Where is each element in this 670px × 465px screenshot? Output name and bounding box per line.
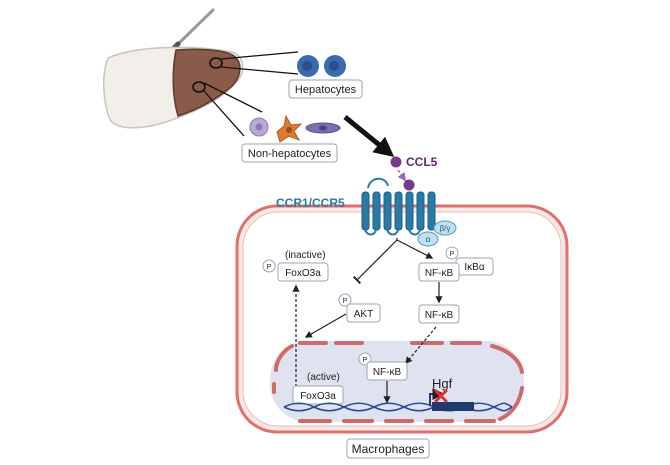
- g-alpha-label: α: [426, 235, 431, 244]
- g-alpha-subunit: [417, 231, 439, 247]
- macrophages-label: Macrophages: [352, 442, 425, 456]
- non-hepatocytes-label: Non-hepatocytes: [248, 148, 332, 160]
- nfkb-nuclear-box: [366, 361, 408, 381]
- ccl5-bound: [403, 179, 415, 191]
- receptor-label: CCR1/CCR5: [276, 196, 345, 210]
- hgf-gene-block: [432, 402, 474, 411]
- non-hepatocyte-cells: [249, 114, 341, 143]
- hepatocytes-label-box: [288, 79, 363, 99]
- signal-branch: [352, 238, 434, 285]
- non-hepatocytes-label-box: [241, 143, 338, 163]
- hepatocyte-cells: [297, 55, 346, 77]
- nfkb-complex-box: [418, 262, 460, 282]
- liver-icon: [102, 46, 244, 129]
- phosphate-label: P: [343, 298, 348, 305]
- foxo3a-inactive-label: FoxO3a: [285, 268, 321, 279]
- ccl5-ligand: [390, 156, 402, 168]
- phosphate-label: P: [450, 251, 455, 258]
- foxo3a-inactive-state: (inactive): [285, 250, 326, 261]
- akt-label: AKT: [354, 309, 373, 320]
- phosphate-label: P: [363, 357, 368, 364]
- secretion-arrow: [343, 115, 395, 158]
- nfkb-free-label: NF-κB: [425, 310, 454, 321]
- nfkb-free-box: [418, 304, 460, 324]
- nuclear-envelope: [272, 341, 524, 423]
- nfkb-nuclear-label: NF-κB: [373, 367, 402, 378]
- foxo3a-inactive-box: [277, 262, 329, 282]
- nfkb-translocation-arrow: [405, 326, 437, 365]
- phosphate-icon: [445, 246, 459, 260]
- phosphate-icon: [338, 293, 352, 307]
- ccr-receptor: [361, 177, 436, 236]
- ccl5-binding-arrow: [397, 169, 406, 182]
- akt-to-foxo3a-arrow: [304, 313, 347, 338]
- hgf-label: Hgf: [432, 376, 453, 391]
- foxo3a-active-label: FoxO3a: [300, 391, 336, 402]
- g-betagamma-label: β/γ: [440, 224, 451, 233]
- ccl5-label: CCL5: [406, 155, 438, 169]
- akt-box: [346, 303, 381, 323]
- macrophages-label-box: [346, 438, 430, 459]
- phosphate-icon: [262, 259, 276, 273]
- hepatocytes-label: Hepatocytes: [295, 84, 357, 96]
- foxo3a-active-box: [292, 385, 344, 405]
- scalpel-icon: [167, 8, 215, 55]
- ikba-label: IκBα: [464, 262, 484, 273]
- foxo3a-active-state: (active): [307, 372, 340, 383]
- g-betagamma-subunit: [433, 220, 457, 236]
- transcription-block-icon: [434, 389, 448, 403]
- nfkb-complex-label: NF-κB: [425, 268, 454, 279]
- dna-helix-icon: [283, 402, 513, 412]
- zoom-lines: [203, 51, 299, 137]
- phosphate-label: P: [267, 264, 272, 271]
